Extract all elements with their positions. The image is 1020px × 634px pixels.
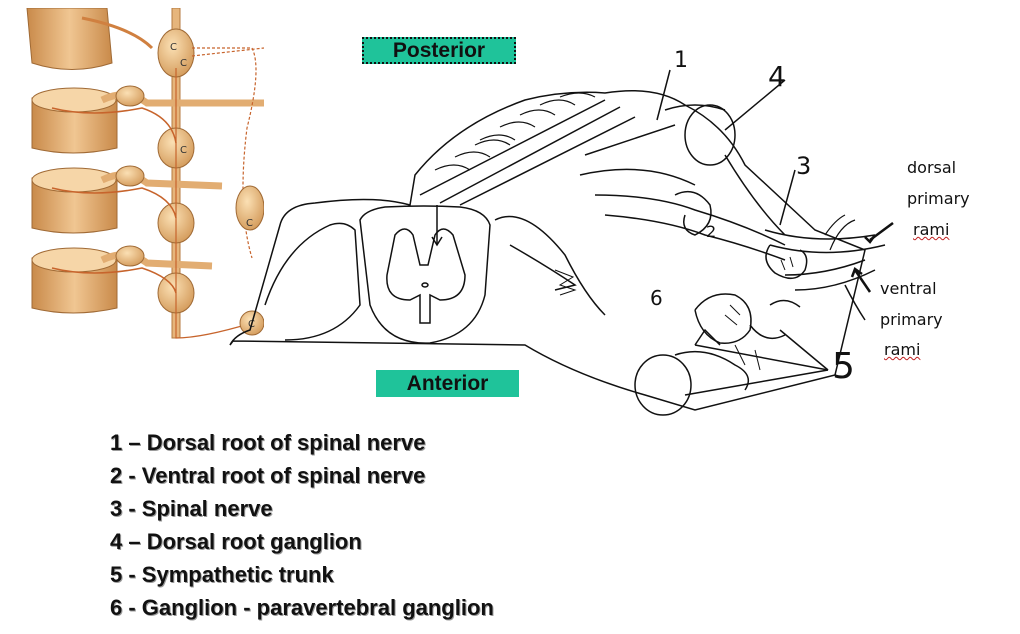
dorsal-rami-line-1: dorsal [907, 158, 957, 177]
legend-item: 2 - Ventral root of spinal nerve [110, 463, 426, 488]
diagram-number-1: 1 [674, 48, 688, 73]
ventral-rami-line-3: rami [884, 340, 921, 359]
photo-letter: C [180, 58, 187, 69]
posterior-label: Posterior [362, 37, 516, 64]
legend-item: 5 - Sympathetic trunk [110, 562, 334, 587]
spinal-cord-sympathetic-illustration: C C C C C [26, 8, 264, 339]
diagram-number-2: 2 [706, 222, 717, 241]
spinal-cord-line-drawing [229, 69, 894, 416]
photo-letter: C [170, 42, 177, 53]
dorsal-rami-line-3: rami [913, 220, 950, 239]
legend-item: 4 – Dorsal root ganglion [110, 529, 362, 554]
ventral-rami-line-1: ventral [880, 279, 937, 298]
diagram-number-3: 3 [796, 152, 812, 180]
legend-item: 6 - Ganglion - paravertebral ganglion [110, 595, 494, 620]
legend-item: 1 – Dorsal root of spinal nerve [110, 430, 426, 455]
anterior-label: Anterior [376, 370, 519, 397]
diagram-number-5: 5 [832, 346, 855, 387]
diagram-number-4: 4 [768, 60, 786, 93]
ventral-rami-line-2: primary [880, 310, 943, 329]
diagram-number-6: 6 [650, 286, 663, 310]
photo-letter: C [246, 218, 253, 229]
photo-letter: C [180, 145, 187, 156]
dorsal-rami-line-2: primary [907, 189, 970, 208]
legend-item: 3 - Spinal nerve [110, 496, 273, 521]
legend-list: 1 – Dorsal root of spinal nerve 2 - Vent… [110, 426, 750, 624]
